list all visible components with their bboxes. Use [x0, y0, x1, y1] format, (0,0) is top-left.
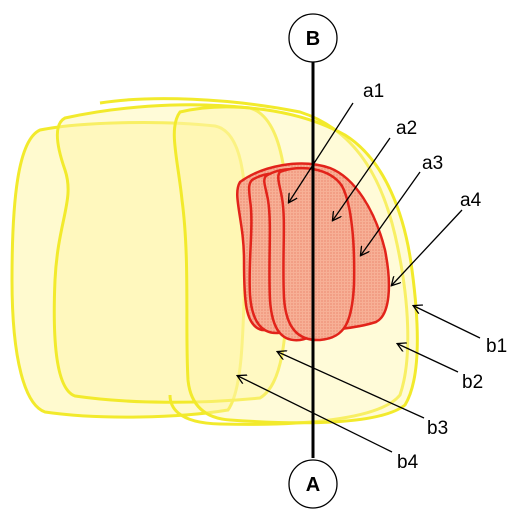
- arrow-a4: [392, 209, 463, 285]
- arrows-b: [238, 306, 481, 453]
- arrow-b2: [398, 344, 459, 373]
- label-b2: b2: [462, 372, 483, 393]
- node-a-label: A: [306, 474, 320, 496]
- arrow-a2: [333, 137, 391, 220]
- red-layers: [236, 162, 391, 342]
- node-a[interactable]: A: [288, 459, 338, 509]
- arrow-a3: [361, 171, 421, 255]
- node-b[interactable]: B: [288, 13, 338, 63]
- label-a3: a3: [422, 153, 443, 174]
- label-b4: b4: [397, 452, 419, 473]
- labels: a1 a2 a3 a4 b1 b2 b3 b4: [363, 81, 507, 473]
- arrows-a: [289, 102, 463, 285]
- node-b-label: B: [306, 28, 320, 50]
- red-region-a1: [277, 166, 356, 342]
- arrow-b4: [238, 376, 393, 453]
- label-b1: b1: [486, 336, 507, 357]
- label-a1: a1: [363, 81, 384, 102]
- arrow-b1: [414, 306, 481, 339]
- label-a4: a4: [460, 190, 482, 211]
- arrow-a1: [289, 102, 354, 202]
- arrow-b3: [278, 352, 425, 419]
- label-a2: a2: [396, 118, 417, 139]
- yellow-region-b2: [99, 97, 410, 426]
- label-b3: b3: [427, 418, 448, 439]
